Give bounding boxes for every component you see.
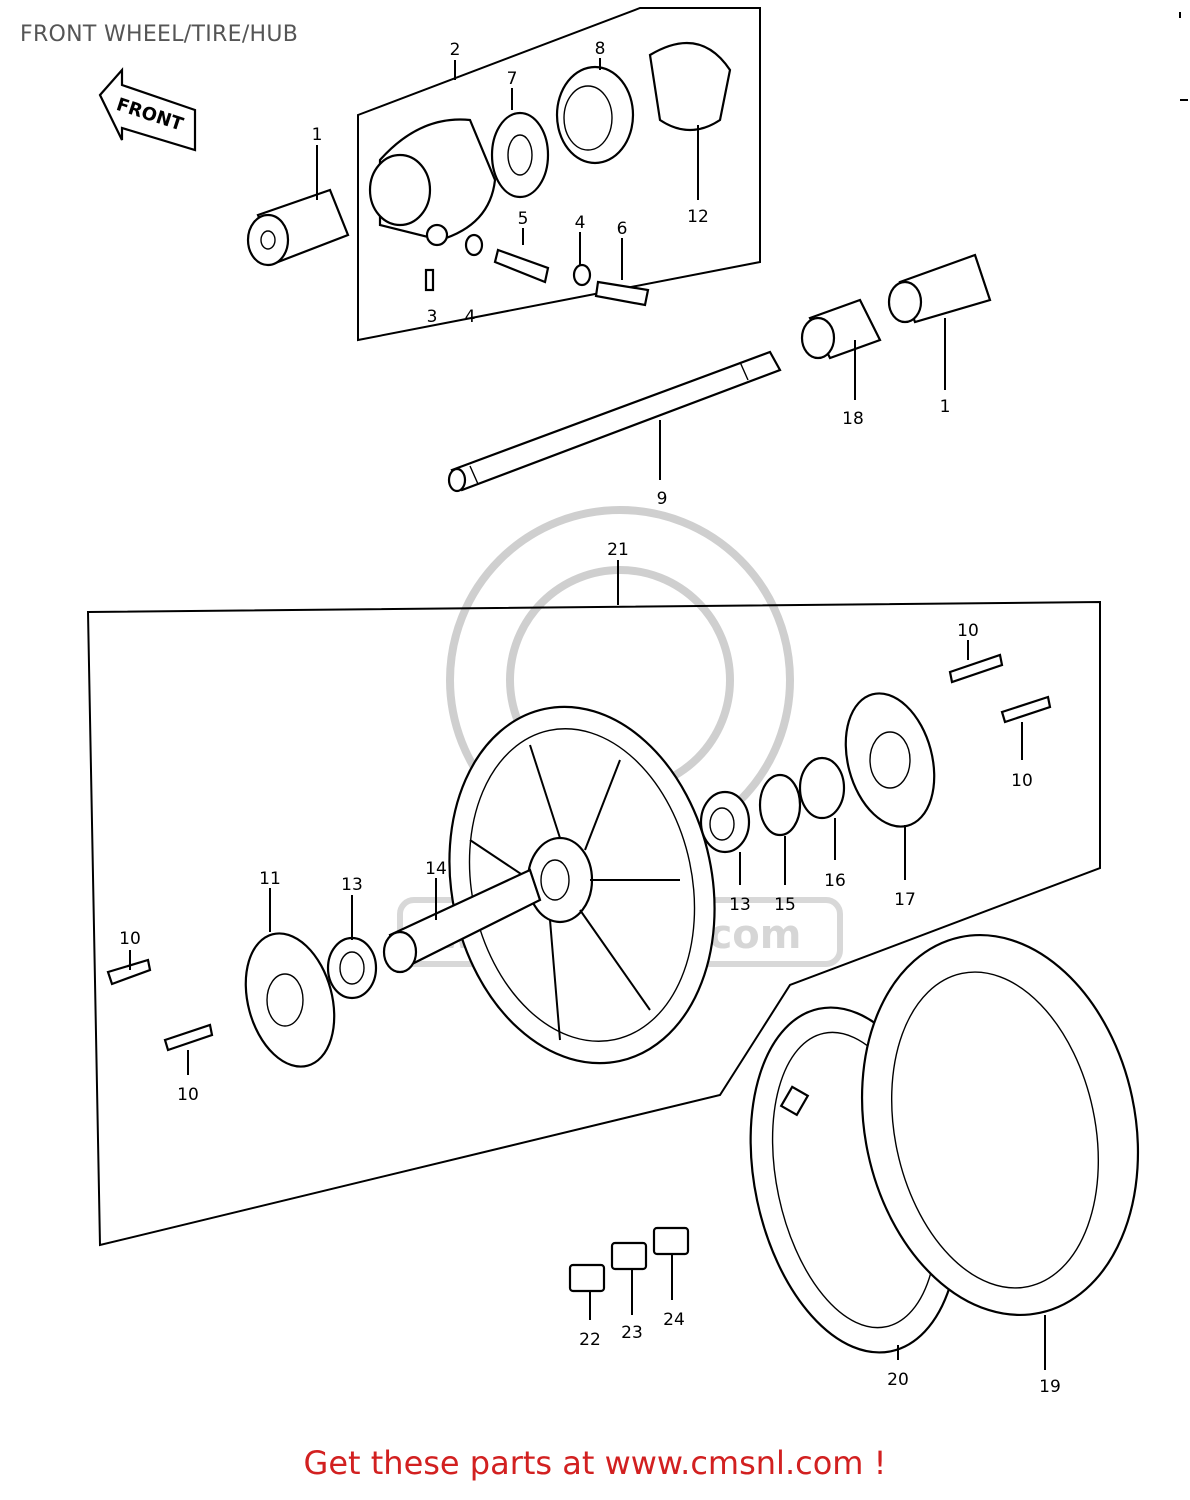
callout-22: 22 xyxy=(579,1330,601,1350)
callout-1: 1 xyxy=(940,397,951,417)
axle-spacers xyxy=(800,253,992,360)
callout-10: 10 xyxy=(177,1085,199,1105)
brake-discs xyxy=(244,692,936,1068)
cast-wheel xyxy=(382,705,716,1065)
page-title: FRONT WHEEL/TIRE/HUB xyxy=(20,22,299,47)
upper-assembly xyxy=(246,41,732,307)
callout-18: 18 xyxy=(842,409,864,429)
callout-7: 7 xyxy=(507,69,518,89)
callout-19: 19 xyxy=(1039,1377,1061,1397)
callout-8: 8 xyxy=(595,39,606,59)
gearbox-outline xyxy=(357,7,761,342)
callout-6: 6 xyxy=(617,219,628,239)
front-axle xyxy=(447,350,782,493)
callout-12: 12 xyxy=(687,207,709,227)
callout-13: 13 xyxy=(341,875,363,895)
wheel-assembly-outline xyxy=(86,600,1101,1247)
callout-17: 17 xyxy=(894,890,916,910)
balance-weights xyxy=(568,1226,690,1293)
hub-bearings xyxy=(326,756,846,1000)
callout-13: 13 xyxy=(729,895,751,915)
leader-lines xyxy=(129,58,1046,1370)
callout-20: 20 xyxy=(887,1370,909,1390)
callout-1: 1 xyxy=(312,125,323,145)
callout-4: 4 xyxy=(575,213,586,233)
callouts: 1 2 3 4 4 5 6 7 8 12 18 1 9 21 10 10 10 … xyxy=(119,39,1061,1397)
callout-11: 11 xyxy=(259,869,281,889)
callout-15: 15 xyxy=(774,895,796,915)
footer-link[interactable]: Get these parts at www.cmsnl.com ! xyxy=(303,1444,887,1482)
callout-4: 4 xyxy=(465,307,476,327)
tube-and-tire xyxy=(749,934,1140,1354)
callout-3: 3 xyxy=(427,307,438,327)
callout-23: 23 xyxy=(621,1323,643,1343)
callout-2: 2 xyxy=(450,40,461,60)
bolts xyxy=(106,653,1052,1052)
callout-10: 10 xyxy=(957,621,979,641)
callout-16: 16 xyxy=(824,871,846,891)
callout-21: 21 xyxy=(607,540,629,560)
callout-10: 10 xyxy=(1011,771,1033,791)
callout-5: 5 xyxy=(518,209,529,229)
callout-24: 24 xyxy=(663,1310,685,1330)
callout-10: 10 xyxy=(119,929,141,949)
callout-9: 9 xyxy=(657,489,668,509)
callout-14: 14 xyxy=(425,859,447,879)
front-arrow: FRONT xyxy=(98,67,197,152)
